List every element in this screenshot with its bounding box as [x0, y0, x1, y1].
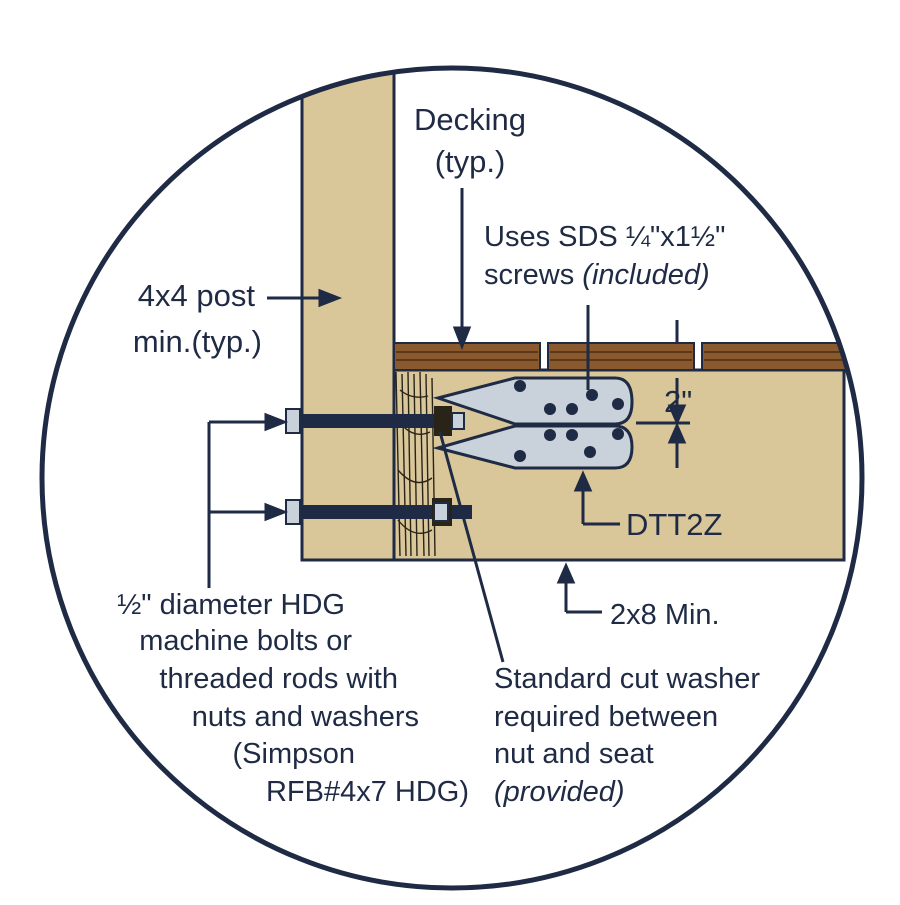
label-sds-screws-line1: Uses SDS ¼"x1½": [484, 221, 725, 253]
leader-lines: [207, 188, 690, 663]
decking-board-2: [547, 342, 695, 371]
label-washer-provided: (provided): [494, 776, 625, 808]
decking-board-1: [393, 342, 541, 371]
label-decking: Decking: [414, 102, 526, 137]
dtt2z-tie-lower: [432, 424, 634, 470]
detail-contents: [285, 68, 849, 562]
label-bolts-line1: ½" diameter HDG: [117, 589, 345, 621]
label-sds-screws-prefix: screws: [484, 259, 582, 291]
label-post-line1: 4x4 post: [138, 278, 256, 313]
label-sds-screws-line2: screws (included): [484, 259, 710, 291]
label-post-line2: min.(typ.): [133, 324, 262, 359]
label-decking-typ: (typ.): [435, 144, 506, 179]
label-bolts-line4: nuts and washers: [192, 701, 419, 733]
decking-boards: [393, 342, 849, 371]
label-bolts-line5: (Simpson: [233, 738, 356, 770]
label-sds-screws-included: (included): [582, 259, 709, 291]
label-dtt2z: DTT2Z: [626, 507, 722, 542]
label-washer-line1: Standard cut washer: [494, 663, 760, 695]
label-washer-line3: nut and seat: [494, 738, 654, 770]
joist-end-grain: [395, 371, 436, 557]
label-joist-2x8: 2x8 Min.: [610, 599, 720, 631]
label-bolts-line2: machine bolts or: [139, 625, 352, 657]
label-bolts-line3: threaded rods with: [159, 663, 398, 695]
label-washer-line2: required between: [494, 701, 718, 733]
label-bolts-line6: RFB#4x7 HDG): [266, 776, 469, 808]
bolt-upper: [285, 406, 465, 436]
detail-circle-outline: [39, 65, 865, 891]
post-4x4: [300, 68, 396, 562]
dtt2z-tie-upper: [432, 376, 634, 426]
decking-board-3: [701, 342, 849, 371]
bolt-lower: [285, 498, 472, 526]
labels: Decking (typ.) Uses SDS ¼"x1½" screws (i…: [117, 102, 760, 808]
label-dimension-2in: 2": [664, 384, 692, 419]
